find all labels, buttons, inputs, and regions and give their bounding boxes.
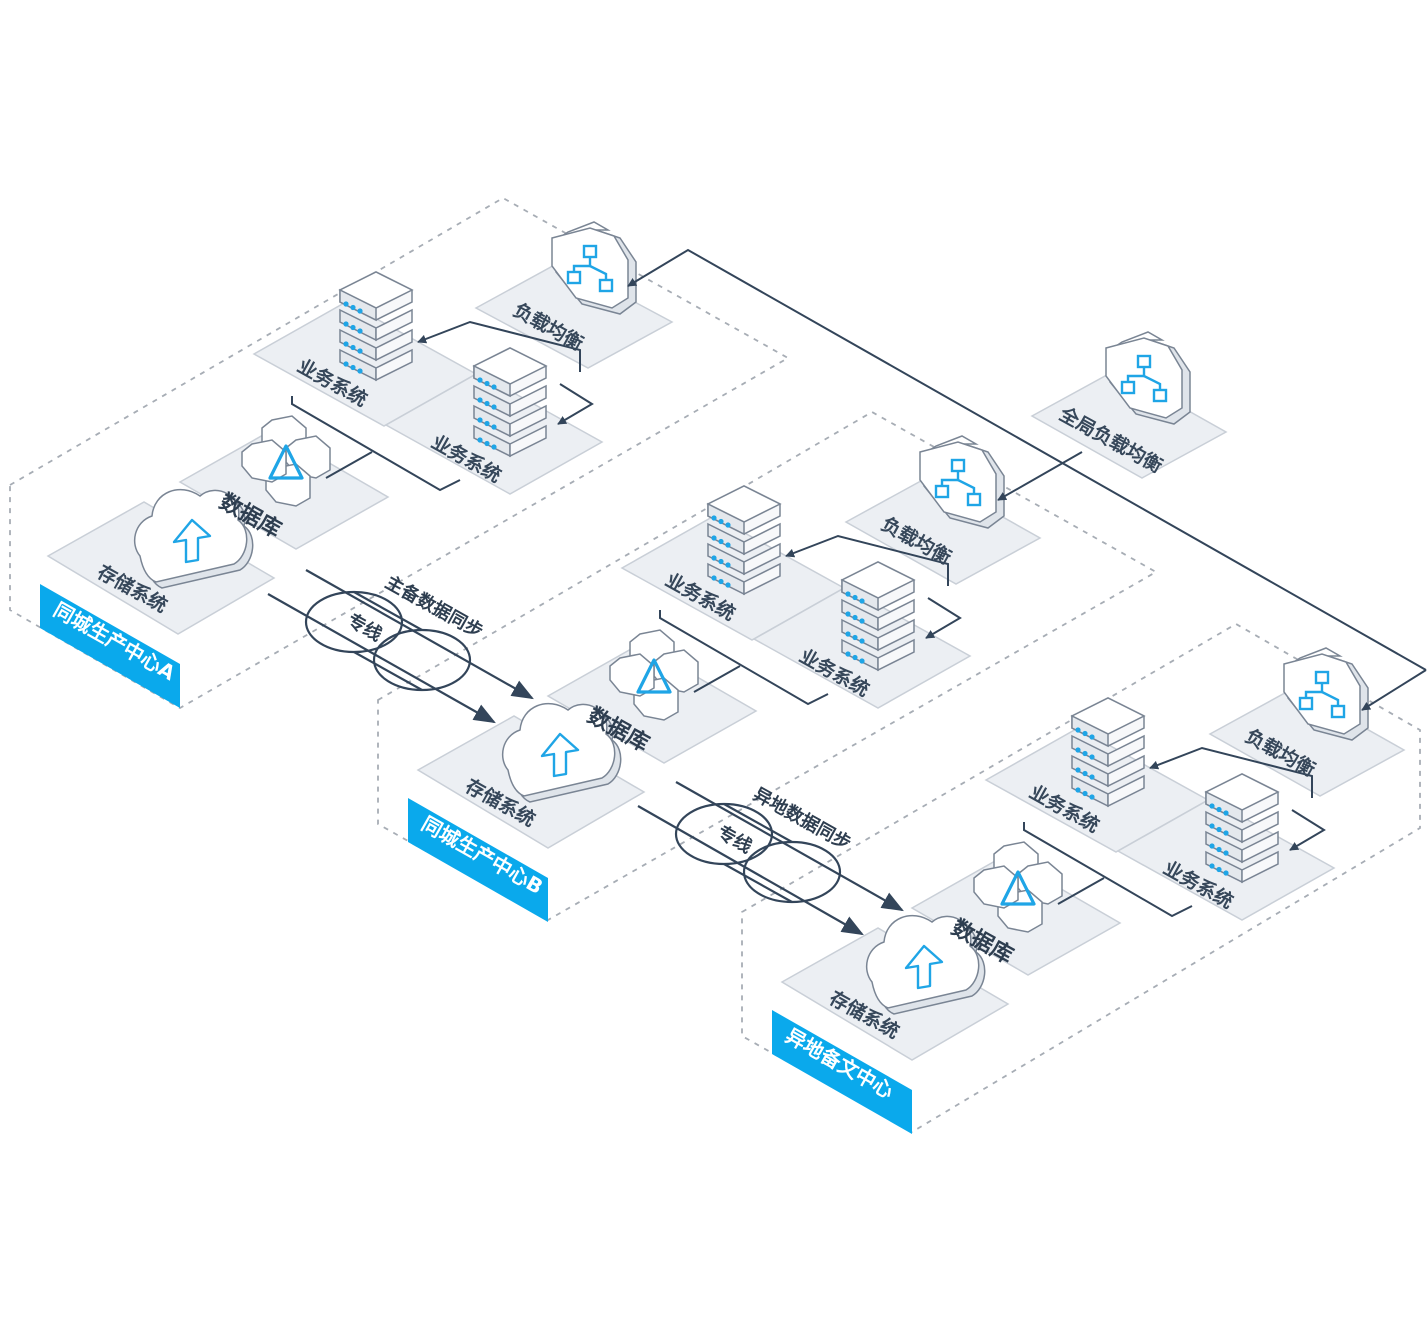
dedicated-line-ab-bottom [353, 651, 423, 691]
zone-c-wire-db [1057, 877, 1105, 905]
zone-c: 负载均衡 业务系统 业务系统 数据库 存储系统 异地备文中心 [741, 622, 1421, 1134]
sync-b-to-c: 专线 异地数据同步 [637, 781, 904, 936]
zone-b-wire-biz-db [659, 610, 829, 706]
zone-c-badge [772, 1010, 912, 1134]
zone-c-wire-biz-db [1023, 822, 1193, 918]
zone-c-wire-lb-biz1 [1149, 746, 1313, 798]
zone-a-badge [40, 584, 180, 708]
zone-a: 负载均衡 业务系统 业务系统 数据库 存储系统 同城生产中心A [9, 196, 790, 710]
zone-c-wire-lb-biz2 [1289, 809, 1326, 851]
global-lb-to-zone-a [627, 248, 1427, 671]
zone-a-wire-biz-db [291, 396, 461, 492]
global-lb-to-zone-c [1361, 669, 1427, 711]
zone-a-wire-db [325, 451, 373, 479]
zone-b-biz2-tile [752, 586, 972, 709]
sync-a-to-b: 专线 主备数据同步 [267, 569, 534, 724]
zone-a-lb-tile [474, 261, 674, 369]
zone-c-lb-tile [1208, 687, 1406, 797]
sync-ab-upper-line [305, 569, 534, 700]
zone-a-wire-lb-biz2 [557, 383, 594, 425]
zone-c-boundary [741, 622, 1421, 1134]
zone-b-boundary [377, 410, 1158, 922]
global-load-balancer: 全局负载均衡 [627, 248, 1427, 711]
dedicated-line-bc-bottom [723, 863, 793, 903]
zone-b-wire-lb-biz2 [925, 597, 962, 639]
sync-bc-upper-line [675, 781, 904, 912]
zone-b: 负载均衡 业务系统 业务系统 数据库 存储系统 同城生产中心B [377, 410, 1158, 922]
zone-a-wire-lb-biz1 [417, 320, 581, 372]
sync-ab-lower-line [267, 593, 496, 724]
global-lb-tile [1030, 369, 1228, 479]
dedicated-line-ab-top [353, 591, 423, 631]
zone-b-badge [408, 798, 548, 922]
zone-a-boundary [9, 196, 790, 710]
zone-b-wire-lb-biz1 [785, 534, 949, 586]
zone-a-biz2-tile [384, 372, 604, 495]
global-lb-to-zone-b [997, 451, 1083, 501]
sync-bc-lower-line [637, 805, 864, 936]
dedicated-line-bc-top [723, 803, 793, 843]
zone-c-biz2-tile [1116, 798, 1336, 921]
zone-b-lb-tile [844, 475, 1042, 585]
zone-b-wire-db [693, 665, 741, 693]
